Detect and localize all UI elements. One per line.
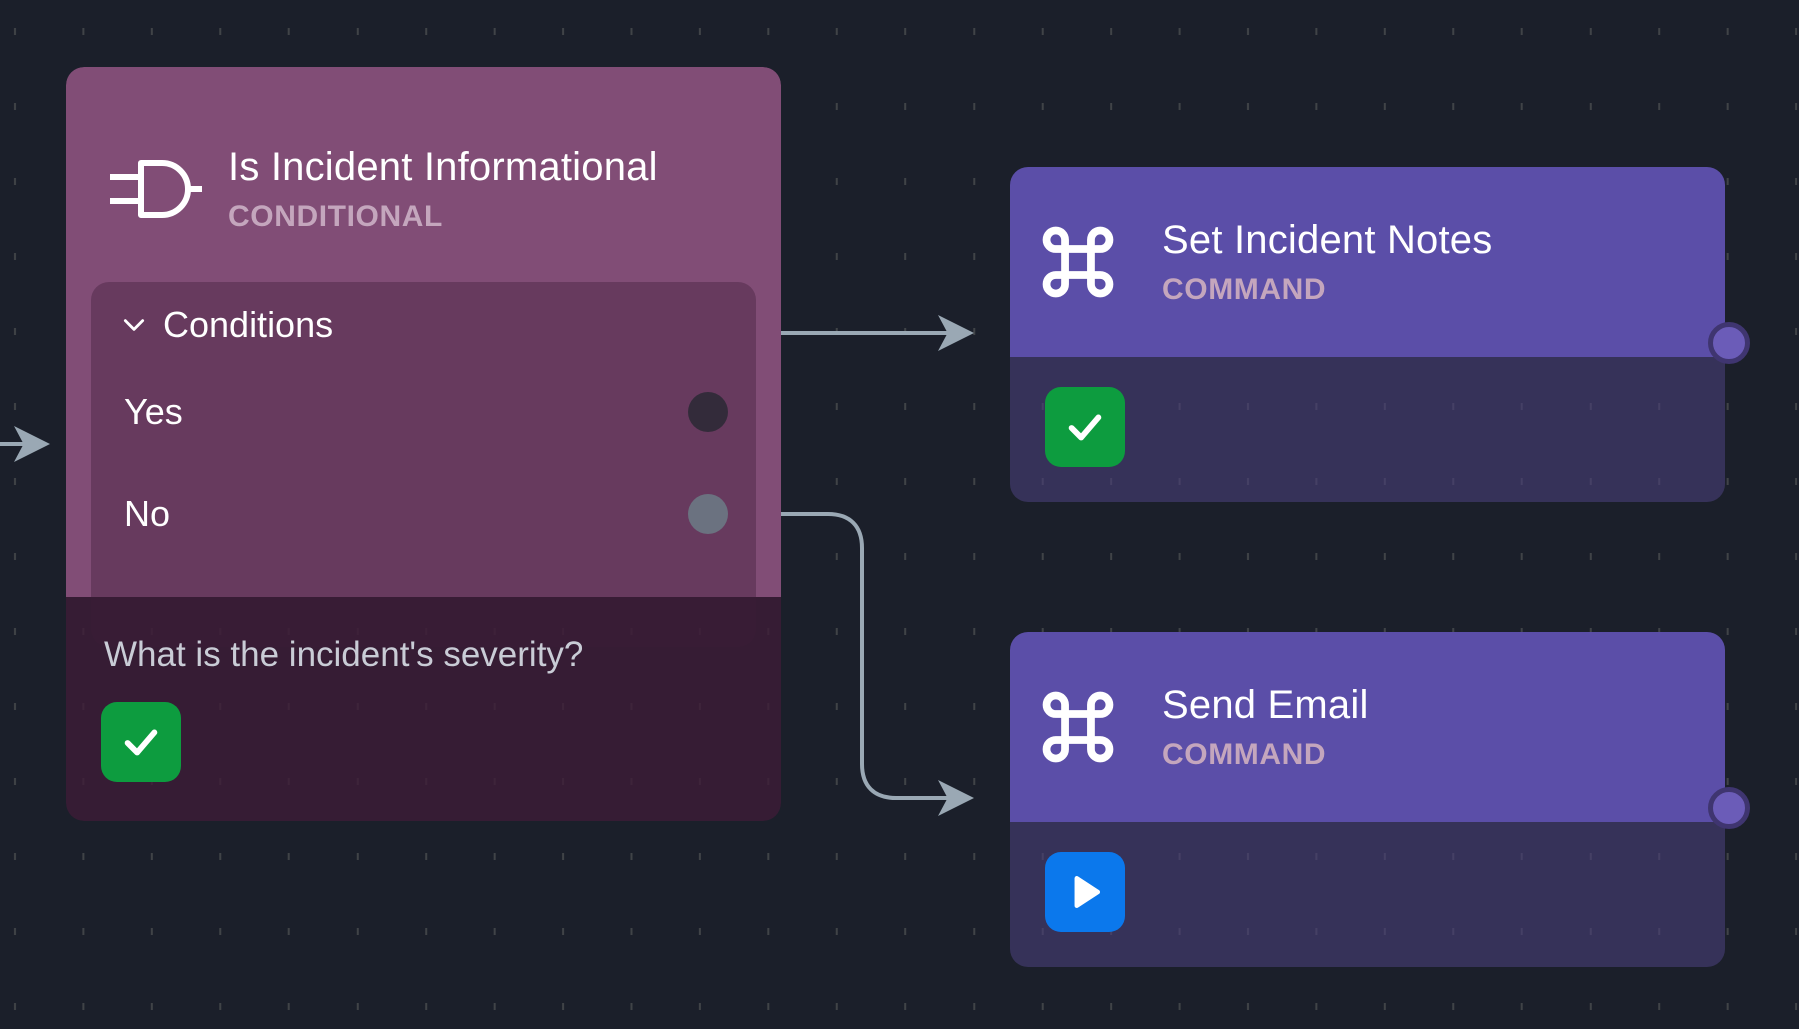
check-icon [1068,414,1102,441]
node-title: Send Email [1162,683,1369,727]
command-icon [1030,690,1126,764]
node-footer [1010,822,1725,967]
node-is-incident-informational[interactable]: Is Incident Informational CONDITIONAL Co… [66,67,781,821]
output-port[interactable] [1708,787,1750,829]
node-type-label: COMMAND [1162,273,1327,306]
output-port[interactable] [1708,322,1750,364]
node-title: Set Incident Notes [1162,218,1493,262]
branch-row-yes[interactable]: Yes [91,382,756,442]
status-badge-check[interactable] [101,702,181,782]
node-header[interactable]: Send Email COMMAND [1010,632,1725,822]
branch-row-no[interactable]: No [91,484,756,544]
branch-label-yes: Yes [124,391,183,432]
status-badge-play[interactable] [1045,852,1125,932]
output-port-no[interactable] [688,494,728,534]
node-set-incident-notes[interactable]: Set Incident Notes COMMAND [1010,167,1750,502]
node-footer [1010,357,1725,502]
node-title-row: Is Incident Informational CONDITIONAL [66,119,781,259]
node-header[interactable]: Is Incident Informational CONDITIONAL Co… [66,67,781,647]
node-send-email[interactable]: Send Email COMMAND [1010,632,1750,967]
node-header[interactable]: Set Incident Notes COMMAND [1010,167,1725,357]
node-type-label: CONDITIONAL [228,200,443,233]
conditions-label: Conditions [163,304,334,345]
node-text-block: Is Incident Informational CONDITIONAL [228,144,658,234]
chevron-down-icon[interactable] [121,312,147,338]
play-icon [1074,876,1101,908]
command-icon [1030,225,1126,299]
footer-question-text: What is the incident's severity? [104,635,584,674]
node-title: Is Incident Informational [228,145,658,189]
conditions-panel-header[interactable]: Conditions [121,304,333,346]
status-badge-check[interactable] [1045,387,1125,467]
node-footer: What is the incident's severity? [66,597,781,821]
branch-label-no: No [124,493,171,534]
node-text-block: Set Incident Notes COMMAND [1162,217,1492,307]
conditions-panel[interactable]: Conditions Yes No [91,282,756,647]
node-type-label: COMMAND [1162,738,1327,771]
logic-gate-icon [108,157,204,221]
node-text-block: Send Email COMMAND [1162,682,1369,772]
check-icon [124,729,158,756]
output-port-yes[interactable] [688,392,728,432]
